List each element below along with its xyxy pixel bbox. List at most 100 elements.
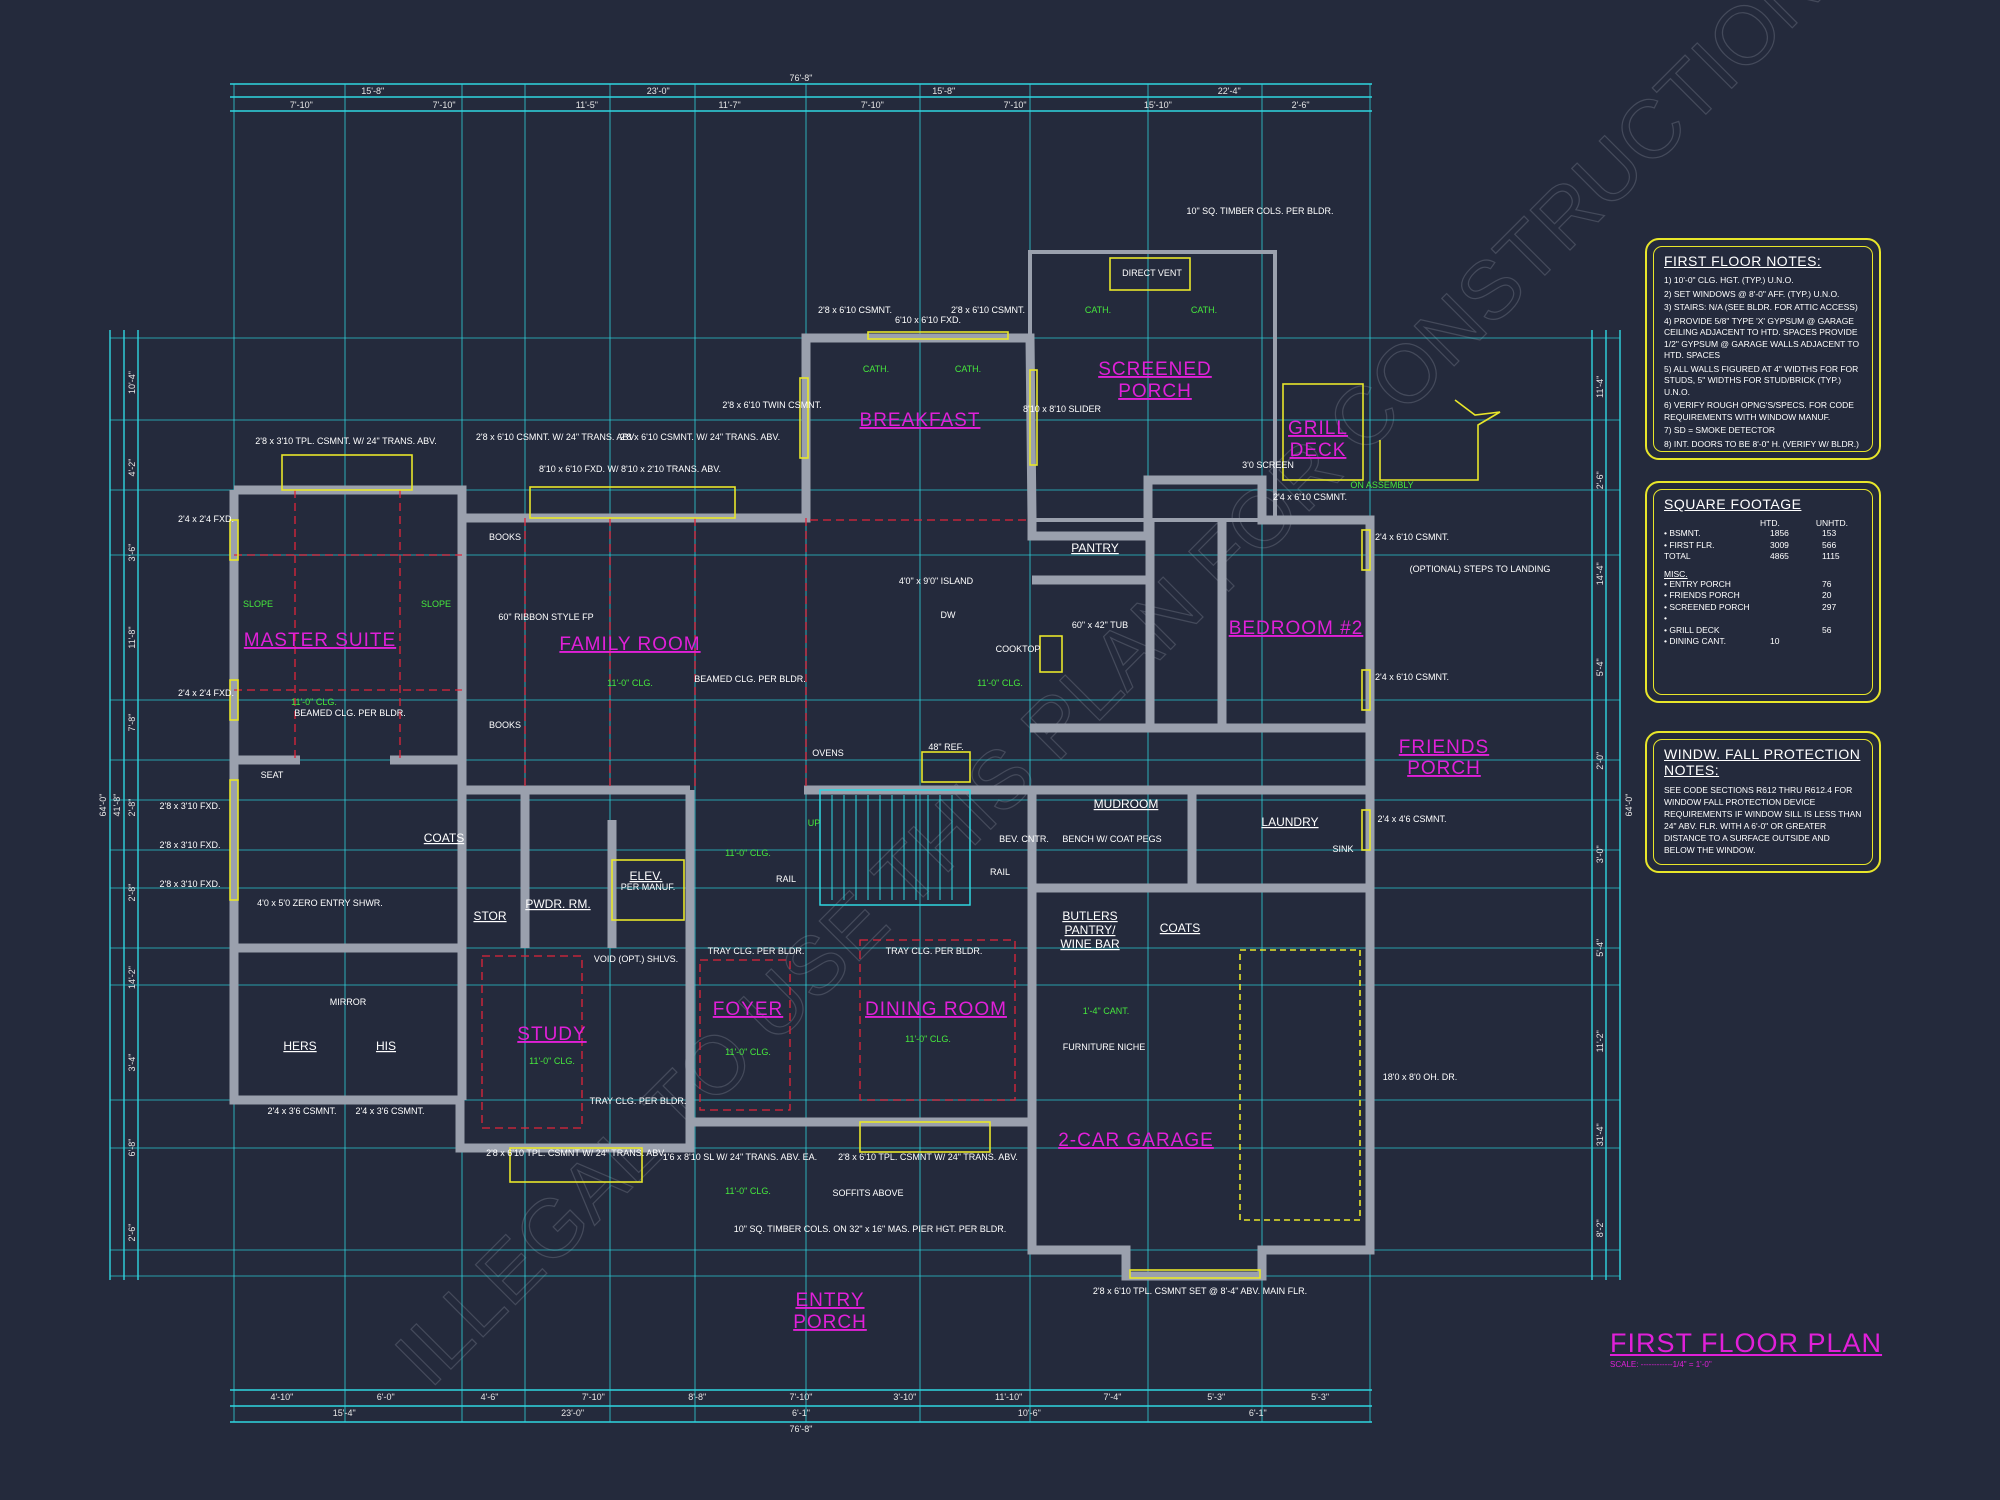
room-entry-porch-2: PORCH (793, 1312, 867, 1333)
ceiling-kitchen: 11'-0" CLG. (977, 678, 1023, 688)
dim-left-row3: 11'-8" (127, 626, 137, 648)
dim-top-overall: 76'-8" (790, 73, 813, 83)
fall-protection-text: SEE CODE SECTIONS R612 THRU R612.4 FOR W… (1664, 785, 1862, 855)
note-item: 4) PROVIDE 5/8" TYPE 'X' GYPSUM @ GARAGE… (1664, 315, 1860, 361)
dim-bottom-row3: 4'-6" (481, 1392, 499, 1402)
label-rail-2: RAIL (990, 867, 1010, 877)
sqft-htd (1770, 613, 1822, 625)
stair (819, 789, 971, 906)
dim-bottom-row2: 6'-1" (1249, 1408, 1267, 1418)
ceiling-cath-4: CATH. (1191, 305, 1217, 315)
sqft-unhtd: 1115 (1822, 551, 1840, 561)
label-pantry: PANTRY (1071, 541, 1119, 555)
sqft-htd (1770, 590, 1822, 602)
dim-top-row3: 7'-10" (1004, 100, 1027, 110)
sqft-unhtd: 566 (1822, 539, 1837, 550)
dim-right-row3: 2'-6" (1595, 471, 1605, 489)
fall-protection-title: WINDW. FALL PROTECTION NOTES: (1664, 746, 1861, 778)
misc-title: MISC. (1664, 568, 1688, 579)
label-elev-sub: PER MANUF. (621, 882, 676, 892)
dim-top-row3: 15'-10" (1144, 100, 1172, 110)
fall-protection-inner: WINDW. FALL PROTECTION NOTES: SEE CODE S… (1653, 739, 1873, 865)
label-cooktop: COOKTOP (996, 644, 1041, 654)
sqft-htd (1770, 625, 1822, 637)
dim-bottom-row2: 10'-6" (1018, 1408, 1041, 1418)
label-hers: HERS (283, 1039, 316, 1053)
dim-left-row2: 41'-8" (112, 794, 122, 817)
dim-left-row3: 7'-8" (127, 714, 137, 732)
dim-bottom-row3: 6'-0" (377, 1392, 395, 1402)
label-coats-1: COATS (424, 831, 464, 845)
dim-bottom-row2: 15'-4" (333, 1408, 356, 1418)
win-master-top: 2'8 x 3'10 TPL. CSMNT. W/ 24" TRANS. ABV… (255, 436, 437, 446)
win-laundry: 2'4 x 4'6 CSMNT. (1378, 814, 1447, 824)
sqft-row: • (1664, 613, 1862, 625)
label-furniture-niche: FURNITURE NICHE (1063, 1042, 1146, 1052)
label-rail-1: RAIL (776, 874, 796, 884)
dim-left-row3: 2'-8" (127, 799, 137, 817)
dim-left-row3: 3'-4" (127, 1054, 137, 1072)
dim-left-row3: 4'-2" (127, 459, 137, 477)
label-slope-2: SLOPE (421, 599, 451, 609)
label-bev: BEV. CNTR. (999, 834, 1049, 844)
dim-bottom-row3: 8'-8" (688, 1392, 706, 1402)
label-optional-steps: (OPTIONAL) STEPS TO LANDING (1410, 564, 1551, 574)
dim-right-row3: 3'-0" (1595, 845, 1605, 863)
first-floor-notes-title: FIRST FLOOR NOTES: (1664, 253, 1822, 269)
dim-bottom-row3: 11'-10" (995, 1392, 1022, 1402)
dim-top-row3: 7'-10" (290, 100, 313, 110)
label-slope-1: SLOPE (243, 599, 273, 609)
label-mirror: MIRROR (330, 997, 367, 1007)
note-item: 1) 10'-0" CLG. HGT. (TYP.) U.N.O. (1664, 275, 1794, 285)
sqft-unhtd: 20 (1822, 590, 1832, 600)
label-ref: 48" REF. (928, 742, 963, 752)
dim-bottom-row3: 7'-4" (1103, 1392, 1121, 1402)
ceiling-cath-3: CATH. (1085, 305, 1111, 315)
label-garage-door: 18'0 x 8'0 OH. DR. (1383, 1072, 1457, 1082)
label-ovens: OVENS (812, 748, 844, 758)
dim-top-row3: 11'-5" (576, 100, 598, 110)
win-family-c: 8'10 x 6'10 FXD. W/ 8'10 x 2'10 TRANS. A… (539, 464, 721, 474)
dim-right-row3: 5'-4" (1595, 658, 1605, 676)
dim-bottom-overall: 76'-8" (790, 1424, 813, 1434)
dim-right-row3: 5'-4" (1595, 939, 1605, 957)
win-breakfast-c: 6'10 x 6'10 FXD. (895, 315, 961, 325)
dim-left-row3: 6'-8" (127, 1139, 137, 1157)
note-item: 3) STAIRS: N/A (SEE BLDR. FOR ATTIC ACCE… (1664, 302, 1858, 312)
col-unhtd: UNHTD. (1815, 518, 1848, 528)
dim-left-row3: 2'-6" (127, 1224, 137, 1242)
sqft-unhtd: 297 (1822, 601, 1837, 612)
dim-right-row3: 31'-4" (1595, 1123, 1605, 1146)
label-tub: 60" x 42" TUB (1072, 620, 1128, 630)
label-butlers-1: BUTLERS (1062, 909, 1117, 923)
room-breakfast: BREAKFAST (860, 410, 981, 431)
sqft-name: • DINING CANT. (1664, 636, 1727, 646)
dim-left-row3: 3'-6" (127, 544, 137, 562)
dim-right-row3: 14'-4" (1595, 562, 1605, 585)
room-dining-room: DINING ROOM (865, 999, 1007, 1020)
exterior-walls (229, 250, 1375, 1281)
label-up: UP (808, 818, 821, 828)
room-foyer: FOYER (713, 999, 783, 1020)
label-beamed-2: BEAMED CLG. PER BLDR. (694, 674, 806, 684)
sqft-row: • DINING CANT.10 (1664, 636, 1862, 648)
ceiling-study: 11'-0" CLG. (529, 1056, 575, 1066)
sqft-unhtd: 153 (1822, 528, 1837, 538)
drawing-scale: SCALE: ------------1/4" = 1'-0" (1610, 1360, 1712, 1369)
ceiling-family: 11'-0" CLG. (607, 678, 653, 688)
label-zero-entry: 4'0 x 5'0 ZERO ENTRY SHWR. (257, 898, 383, 908)
label-books-2: BOOKS (489, 720, 521, 730)
dim-left-overall: 64'-0" (98, 794, 108, 817)
room-grill-deck-2: DECK (1290, 440, 1347, 461)
dim-right-row3: 8'-2" (1595, 1219, 1605, 1237)
sqft-name: TOTAL (1664, 551, 1691, 561)
label-timber-cols-top: 10" SQ. TIMBER COLS. PER BLDR. (1186, 206, 1333, 216)
win-garage: 2'8 x 6'10 TPL. CSMNT SET @ 8'-4" ABV. M… (1093, 1286, 1307, 1296)
label-timber-cols-bottom: 10" SQ. TIMBER COLS. ON 32" x 16" MAS. P… (734, 1224, 1007, 1234)
ceiling-entry: 11'-0" CLG. (725, 1186, 771, 1196)
dim-right-row3: 2'-0" (1595, 752, 1605, 770)
sqft-htd (1770, 602, 1822, 614)
ceiling-stair: 11'-0" CLG. (725, 848, 771, 858)
